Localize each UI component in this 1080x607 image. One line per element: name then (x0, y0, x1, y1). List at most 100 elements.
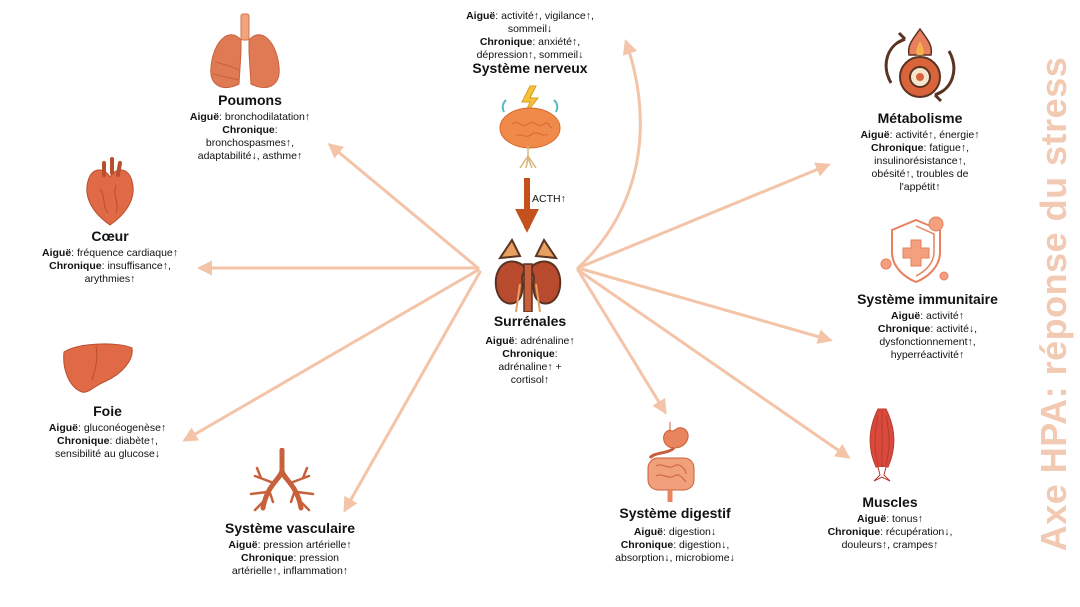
chronic-label: Chronique (827, 526, 881, 538)
chronic-text-cont: obésité↑, troubles de (871, 168, 969, 180)
chronic-text: : activité↓, (930, 323, 978, 335)
acth-label: ACTH↑ (532, 193, 566, 205)
digestive-title: Système digestif (619, 505, 731, 521)
lungs-title: Poumons (218, 92, 282, 108)
chronic-text: : (274, 124, 278, 136)
chronic-text: : (554, 348, 558, 360)
muscles-chronic: Chronique: récupération↓, (795, 526, 985, 539)
node-immune: Système immunitaire Aiguë: activité↑ Chr… (830, 291, 1025, 362)
vascular-acute: Aiguë: pression artérielle↑ (190, 539, 390, 552)
metabolism-gear-icon (884, 27, 956, 103)
immune-chronic: Chronique: activité↓, (830, 323, 1025, 336)
node-vascular: Système vasculaire Aiguë: pression artér… (190, 520, 390, 578)
chronic-text: : diabète↑, (109, 435, 158, 447)
acute-label: Aiguë (189, 111, 220, 123)
chronic-text-cont: sensibilité au glucose↓ (54, 448, 161, 460)
chronic-text: : digestion↓, (673, 539, 730, 551)
acute-text: : fréquence cardiaque↑ (71, 247, 178, 259)
chronic-text: : récupération↓, (880, 526, 953, 538)
node-liver: Foie Aiguë: gluconéogenèse↑ Chronique: d… (15, 403, 200, 461)
diagram-title-text: Axe HPA: réponse du stress (1033, 56, 1074, 551)
chronic-label: Chronique (57, 435, 110, 447)
lungs-chronic: Chronique: (160, 124, 340, 137)
liver-acute: Aiguë: gluconéogenèse↑ (15, 422, 200, 435)
adrenal-chronic: Chronique: (445, 348, 615, 361)
chronic-text-cont: hyperréactivité↑ (890, 349, 965, 361)
metabolism-acute: Aiguë: activité↑, énergie↑ (825, 129, 1015, 142)
chronic-text: : pression (293, 552, 340, 564)
acute-text: : activité↑ (920, 310, 964, 322)
muscles-title: Muscles (862, 494, 918, 510)
chronic-text-cont: absorption↓, microbiome↓ (615, 552, 735, 564)
acute-text: : adrénaline↑ (514, 335, 575, 347)
acute-text: : bronchodilatation↑ (219, 111, 311, 123)
chronic-label: Chronique (620, 539, 674, 551)
acute-label: Aiguë (466, 10, 496, 22)
acute-text: : activité↑, vigilance↑, (495, 10, 594, 22)
chronic-text-cont: dysfonctionnement↑, (879, 336, 976, 348)
lungs-icon (210, 13, 280, 88)
arrow-to-lungs (327, 143, 480, 270)
nervous-chronic: Chronique: anxiété↑, (430, 36, 630, 49)
heart-acute: Aiguë: fréquence cardiaque↑ (15, 247, 205, 260)
acute-label: Aiguë (891, 310, 921, 322)
acute-text: : tonus↑ (886, 513, 923, 525)
arrow-to-immune (576, 266, 833, 344)
heart-chronic: Chronique: insuffisance↑, (15, 260, 205, 273)
chronic-text-cont: adaptabilité↓, asthme↑ (197, 150, 303, 162)
arrow-to-liver (182, 268, 480, 442)
chronic-text-cont: douleurs↑, crampes↑ (841, 539, 939, 551)
acute-label: Aiguë (633, 526, 664, 538)
acute-text: : activité↑, énergie↑ (889, 129, 980, 141)
metabolism-chronic: Chronique: fatigue↑, (825, 142, 1015, 155)
liver-chronic: Chronique: diabète↑, (15, 435, 200, 448)
acute-label: Aiguë (42, 247, 72, 259)
digestive-acute: Aiguë: digestion↓ (585, 526, 765, 539)
nervous-title: Système nerveux (472, 60, 588, 76)
chronic-text: : fatigue↑, (923, 142, 970, 154)
chronic-text: : anxiété↑, (532, 36, 581, 48)
acute-label: Aiguë (857, 513, 887, 525)
nervous-acute: Aiguë: activité↑, vigilance↑, (430, 10, 630, 23)
chronic-text-cont: arythmies↑ (84, 273, 136, 285)
arrow-to-muscles (576, 268, 851, 459)
adrenal-acute: Aiguë: adrénaline↑ (445, 335, 615, 348)
node-lungs: Poumons Aiguë: bronchodilatation↑ Chroni… (160, 92, 340, 163)
chronic-text-cont: adrénaline↑ + (498, 361, 562, 373)
chronic-text-cont: dépression↑, sommeil↓ (476, 49, 584, 61)
chronic-text: : insuffisance↑, (101, 260, 171, 272)
immune-title: Système immunitaire (857, 291, 998, 307)
liver-icon (63, 343, 133, 393)
immune-shield-icon (880, 216, 949, 284)
acute-text-cont: sommeil↓ (507, 23, 553, 35)
node-muscles: Muscles Aiguë: tonus↑ Chronique: récupér… (795, 494, 985, 552)
vascular-chronic: Chronique: pression (190, 552, 390, 565)
acute-label: Aiguë (48, 422, 78, 434)
adrenal-title: Surrénales (493, 313, 567, 329)
acute-text: : digestion↓ (663, 526, 717, 538)
heart-icon (86, 157, 134, 226)
acute-label: Aiguë (228, 539, 258, 551)
chronic-label: Chronique (49, 260, 102, 272)
acute-text: : pression artérielle↑ (257, 539, 352, 551)
chronic-label: Chronique (877, 323, 931, 335)
chronic-label: Chronique (240, 552, 294, 564)
arrow-to-nervous (576, 39, 642, 270)
node-heart: Cœur Aiguë: fréquence cardiaque↑ Chroniq… (15, 228, 205, 286)
chronic-text-cont: insulinorésistance↑, (874, 155, 966, 167)
node-metabolism: Métabolisme Aiguë: activité↑, énergie↑ C… (825, 110, 1015, 194)
node-adrenal: Surrénales Aiguë: adrénaline↑ Chronique:… (445, 313, 615, 387)
muscles-acute: Aiguë: tonus↑ (795, 513, 985, 526)
acute-label: Aiguë (485, 335, 515, 347)
chronic-label: Chronique (479, 36, 533, 48)
digestive-chronic: Chronique: digestion↓, (585, 539, 765, 552)
brain-icon (499, 85, 561, 169)
chronic-text-cont: bronchospasmes↑, (205, 137, 295, 149)
vascular-title: Système vasculaire (225, 520, 355, 536)
heart-title: Cœur (91, 228, 129, 244)
liver-title: Foie (93, 403, 122, 419)
chronic-text-cont: l'appétit↑ (899, 181, 941, 193)
immune-acute: Aiguë: activité↑ (830, 310, 1025, 323)
chronic-text-cont: cortisol↑ (510, 374, 550, 386)
chronic-label: Chronique (870, 142, 924, 154)
